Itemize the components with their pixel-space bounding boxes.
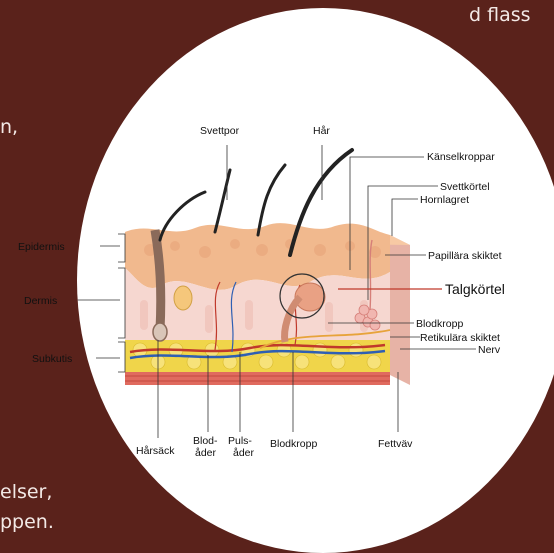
label-svettpor: Svettpor — [200, 125, 240, 137]
bracket-epidermis — [118, 234, 125, 262]
hair-bulb — [153, 323, 167, 341]
hair-strand-2 — [215, 170, 230, 232]
label-har: Hår — [313, 125, 330, 137]
label-pulsader-line2: åder — [233, 447, 255, 459]
label-talgkortel: Talgkörtel — [445, 281, 505, 297]
muscle-band — [125, 372, 390, 385]
label-nerv: Nerv — [478, 344, 501, 356]
label-pulsader-line1: Puls- — [228, 435, 252, 447]
label-svettkortel: Svettkörtel — [440, 181, 490, 193]
label-retikulara-skiktet: Retikulära skiktet — [420, 332, 500, 344]
label-epidermis: Epidermis — [18, 241, 65, 253]
block-side-face — [390, 235, 410, 385]
left-gland — [174, 286, 192, 310]
label-papillara-skiktet: Papillära skiktet — [428, 250, 502, 262]
label-blodkropp-right: Blodkropp — [416, 318, 463, 330]
label-hornlagret: Hornlagret — [420, 194, 469, 206]
label-kanselkroppar: Känselkroppar — [427, 151, 495, 163]
bracket-dermis — [118, 268, 125, 338]
label-dermis: Dermis — [24, 295, 57, 307]
bracket-subkutis — [118, 342, 125, 372]
label-subkutis: Subkutis — [32, 353, 72, 365]
label-blodader-line1: Blod- — [193, 435, 218, 447]
label-fettvav: Fettväv — [378, 438, 413, 450]
label-blodkropp-bottom: Blodkropp — [270, 438, 317, 450]
label-harsack: Hårsäck — [136, 445, 175, 457]
label-blodader-line2: åder — [195, 447, 217, 459]
leader-hornlagret — [392, 199, 418, 236]
